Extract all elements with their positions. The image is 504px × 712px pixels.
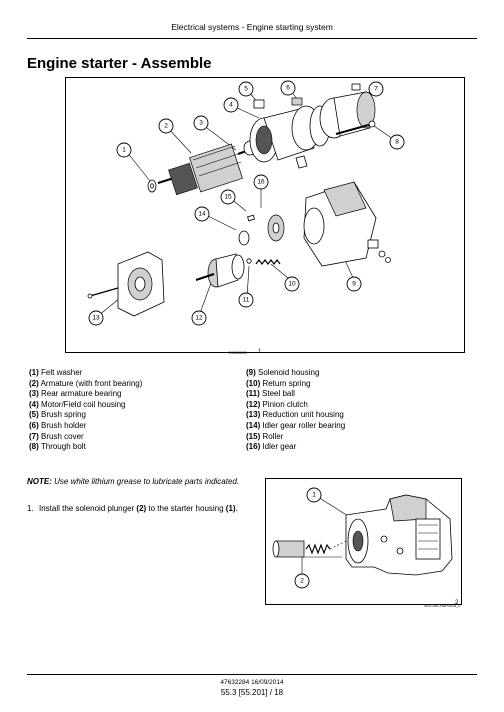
- svg-text:14: 14: [198, 211, 206, 218]
- footer-page-ref: 55.3 [55.201] / 18: [220, 688, 284, 697]
- page-title: Engine starter - Assemble: [27, 55, 212, 72]
- legend-item: (14) Idler gear roller bearing: [246, 420, 346, 430]
- svg-text:10: 10: [288, 281, 296, 288]
- legend-item: (7) Brush cover: [29, 431, 84, 441]
- legend-item: (2) Armature (with front bearing): [29, 378, 143, 388]
- pinion-clutch-part: [195, 253, 245, 288]
- svg-text:2: 2: [300, 578, 304, 585]
- brush-spring-part: [253, 99, 265, 109]
- figure1-number: 1: [258, 349, 262, 355]
- legend-item: (9) Solenoid housing: [246, 368, 320, 377]
- return-spring-part: [255, 259, 281, 265]
- exploded-view-drawing: 1 2 3 4 5 6 7 8 9 10 11 12 13 14 15 16: [87, 80, 405, 326]
- note-text: Use white lithium grease to lubricate pa…: [51, 477, 240, 486]
- footer-rule: [27, 674, 477, 675]
- svg-text:1: 1: [312, 492, 316, 499]
- armature-part: [157, 143, 253, 196]
- svg-text:6: 6: [286, 85, 290, 92]
- legend-right: (9) Solenoid housing (10) Return spring …: [246, 368, 345, 453]
- reduction-housing-part: [87, 251, 165, 317]
- step-number: 1.: [27, 504, 34, 513]
- svg-text:2: 2: [164, 123, 168, 130]
- legend-left: (1) Felt washer (2) Armature (with front…: [29, 368, 142, 453]
- through-bolt-part: [335, 120, 376, 135]
- svg-text:4: 4: [229, 102, 233, 109]
- legend-item: (6) Brush holder: [29, 420, 87, 430]
- legend-item: (10) Return spring: [246, 378, 311, 388]
- legend-item: (1) Felt washer: [29, 368, 83, 377]
- legend-item: (15) Roller: [246, 431, 284, 441]
- figure2-number: 2: [455, 600, 459, 606]
- svg-text:7: 7: [374, 86, 378, 93]
- idler-group-part: [238, 214, 285, 246]
- legend-item: (4) Motor/Field coil housing: [29, 399, 126, 409]
- svg-text:13: 13: [92, 315, 100, 322]
- field-housing-part: [249, 105, 321, 163]
- brush-cover-part: [319, 83, 376, 139]
- svg-text:3: 3: [199, 120, 203, 127]
- note-label: NOTE:: [27, 477, 52, 486]
- header-rule: [27, 38, 477, 39]
- svg-text:8: 8: [395, 139, 399, 146]
- solenoid-install-figure: 1 2: [265, 478, 462, 605]
- felt-washer-part: [147, 179, 157, 193]
- step-1: 1. Install the solenoid plunger (2) to t…: [27, 504, 249, 515]
- legend-item: (16) Idler gear: [246, 442, 297, 452]
- figure1-id: 20062285: [229, 350, 247, 355]
- svg-text:1: 1: [122, 147, 126, 154]
- solenoid-housing-part: [303, 181, 391, 267]
- legend-item: (5) Brush spring: [29, 410, 86, 420]
- figure2-id: SEIC05CHAP0016_0: [424, 604, 461, 608]
- svg-text:16: 16: [257, 179, 265, 186]
- svg-text:11: 11: [243, 297, 250, 304]
- svg-text:15: 15: [224, 194, 232, 201]
- starter-housing-part: [345, 494, 453, 576]
- footer-doc-id: 47632284 16/09/2014: [220, 679, 284, 686]
- steel-ball-part: [246, 258, 252, 264]
- legend-item: (12) Pinion clutch: [246, 399, 308, 409]
- legend-item: (13) Reduction unit housing: [246, 410, 344, 420]
- legend-item: (11) Steel ball: [246, 389, 295, 399]
- solenoid-install-drawing: 1 2: [272, 487, 453, 589]
- svg-text:5: 5: [244, 86, 248, 93]
- solenoid-plunger-part: [272, 540, 347, 558]
- note-block: NOTE: Use white lithium grease to lubric…: [27, 477, 249, 487]
- svg-text:9: 9: [352, 281, 356, 288]
- legend-item: (3) Rear armature bearing: [29, 389, 122, 399]
- exploded-view-figure: 1 2 3 4 5 6 7 8 9 10 11 12 13 14 15 16: [65, 77, 465, 353]
- running-header: Electrical systems - Engine starting sys…: [171, 22, 333, 32]
- legend-item: (8) Through bolt: [29, 442, 86, 452]
- step-text: Install the solenoid plunger (2) to the …: [39, 504, 238, 513]
- svg-text:12: 12: [195, 315, 203, 322]
